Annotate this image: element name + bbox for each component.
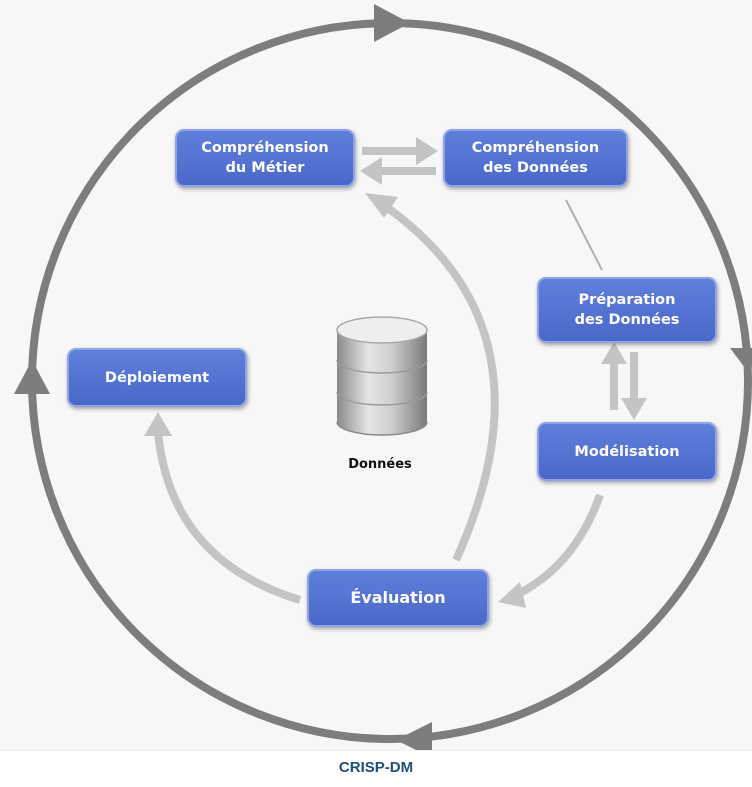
crisp-dm-diagram: Compréhension du Métier Compréhension de…: [14, 4, 752, 750]
arrowhead-data-to-business: [360, 157, 382, 185]
phase-deployment: Déploiement: [67, 348, 247, 407]
database-label: Données: [348, 457, 412, 472]
caption-divider: [0, 750, 752, 751]
database-cylinder-icon: [336, 316, 428, 436]
arrowhead-evaluation-to-deployment: [144, 412, 172, 436]
diagram-graphics: [14, 4, 752, 750]
arrowhead-modeling-to-evaluation: [498, 582, 526, 608]
arrow-evaluation-to-deployment: [154, 431, 302, 604]
outer-cycle-arrowhead-right: [730, 348, 752, 372]
phase-modeling: Modélisation: [537, 422, 717, 481]
phase-data-understanding: Compréhension des Données: [443, 129, 628, 187]
outer-cycle-arrowhead-left: [14, 360, 50, 394]
arrow-modeling-to-evaluation: [516, 493, 604, 598]
figure-caption: CRISP-DM: [338, 759, 414, 776]
phase-evaluation: Évaluation: [307, 569, 489, 627]
phase-data-preparation: Préparation des Données: [537, 277, 717, 343]
outer-cycle-arrowhead-top: [374, 4, 410, 42]
caption-bar: CRISP-DM: [0, 750, 752, 787]
phase-business-understanding: Compréhension du Métier: [175, 129, 355, 187]
arrowhead-modeling-to-preparation: [601, 342, 627, 364]
connector-data-understanding-to-preparation: [565, 199, 603, 271]
outer-cycle-arrowhead-bottom: [396, 722, 432, 750]
arrowhead-evaluation-to-business: [365, 193, 398, 218]
arrowhead-preparation-to-modeling: [621, 398, 647, 420]
arrowhead-business-to-data: [416, 137, 438, 165]
arrow-evaluation-to-business: [382, 202, 499, 562]
